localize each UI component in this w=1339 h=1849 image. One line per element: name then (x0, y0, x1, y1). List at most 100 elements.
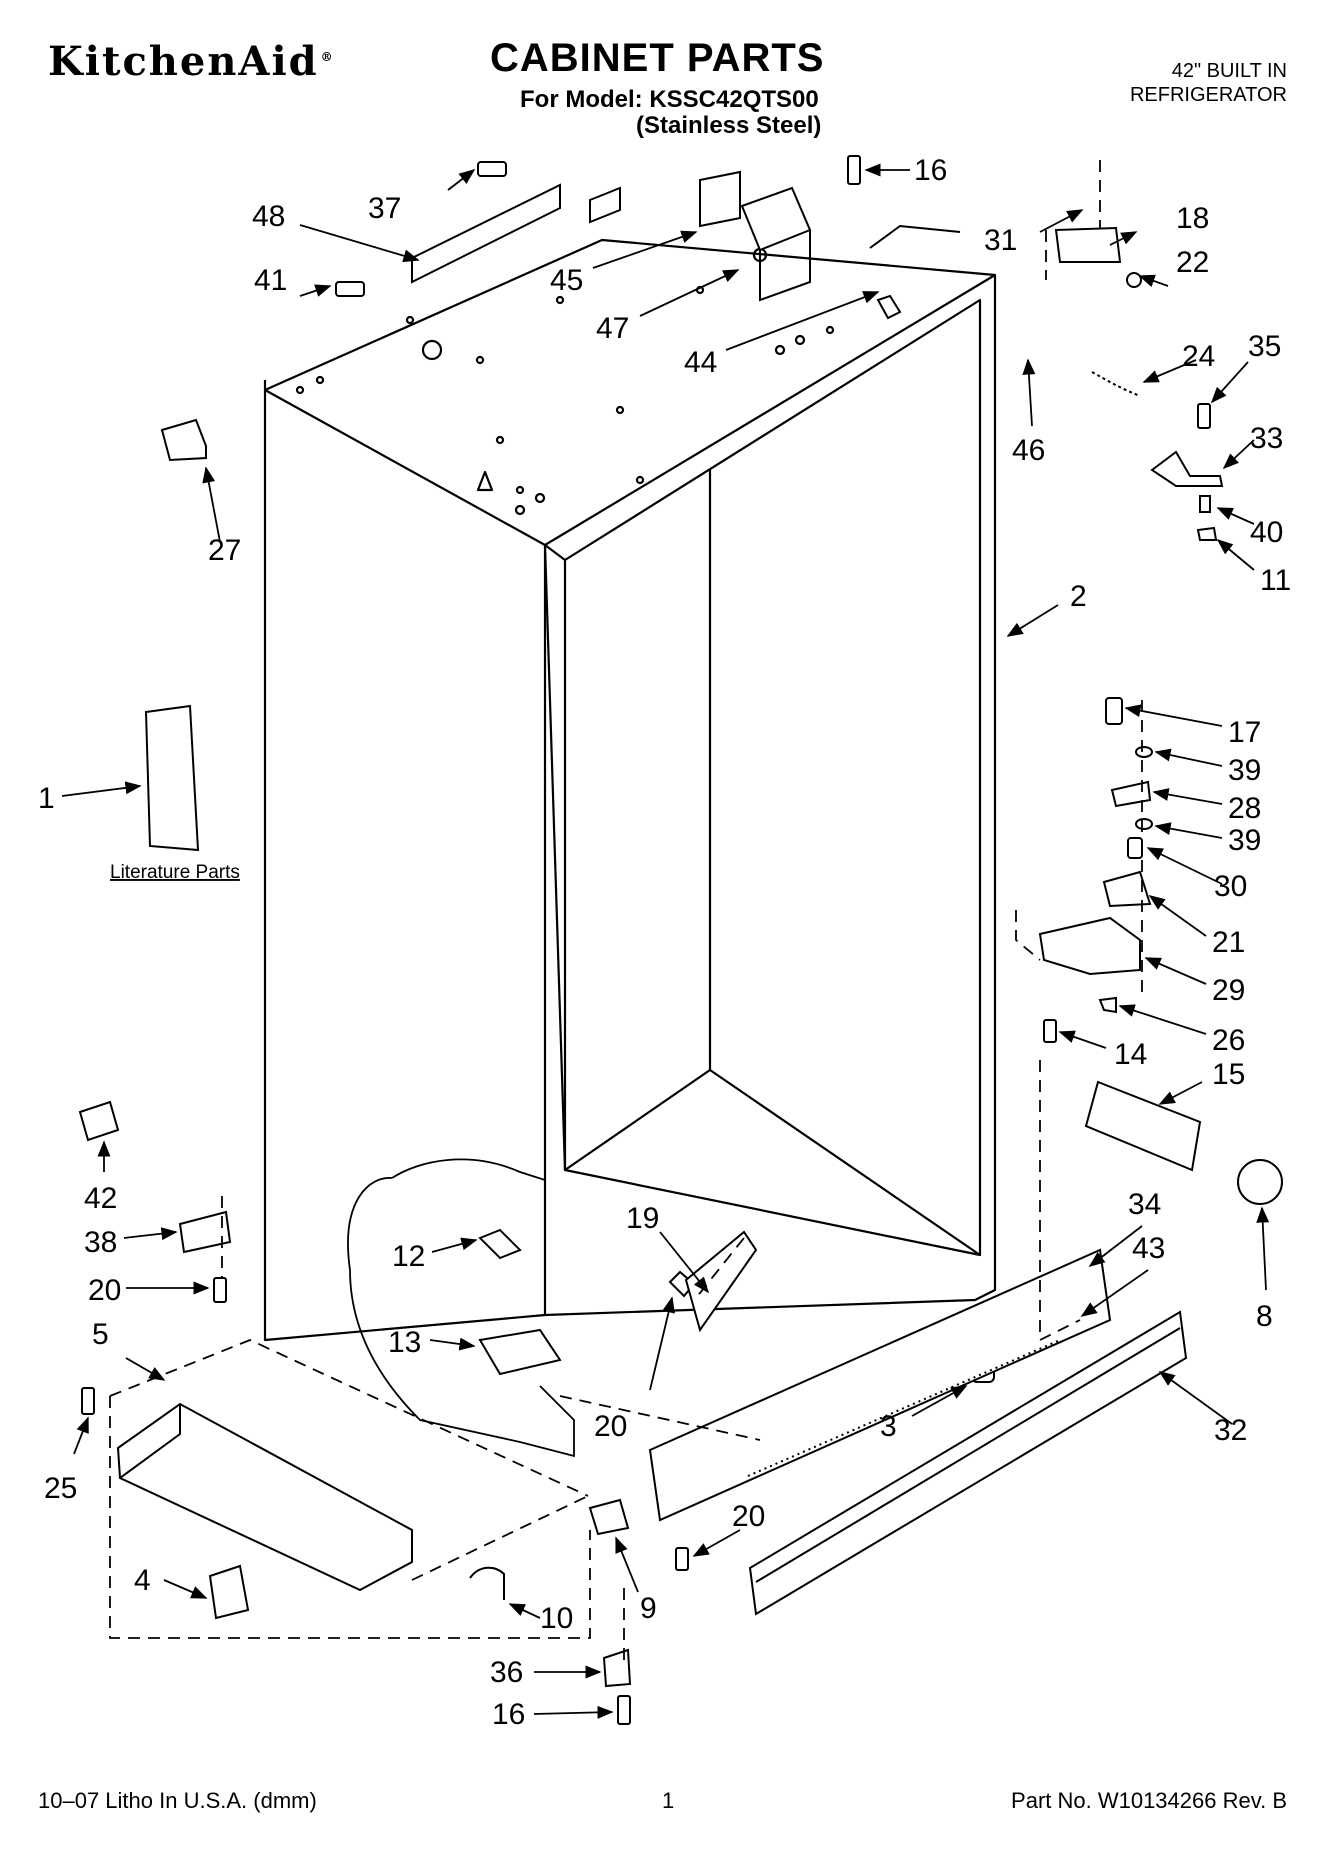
lower-assemblies (116, 1158, 1188, 1616)
callout-18: 18 (1176, 202, 1209, 235)
bracket-19 (684, 1230, 758, 1333)
callout-46: 46 (1012, 434, 1045, 467)
callout-19: 19 (626, 1202, 659, 1235)
callout-47: 47 (596, 312, 629, 345)
callout-30: 30 (1214, 870, 1247, 903)
literature-binder (144, 704, 200, 852)
callout-27: 27 (208, 534, 241, 567)
cabinet-shell (263, 238, 997, 1342)
callout-29: 29 (1212, 974, 1245, 1007)
callout-16-top: 16 (914, 154, 947, 187)
callout-34: 34 (1128, 1188, 1161, 1221)
litho-info: 10–07 Litho In U.S.A. (dmm) (38, 1788, 317, 1813)
screw-12 (478, 1228, 522, 1260)
screw-14 (1043, 1019, 1057, 1043)
callout-16-bottom: 16 (492, 1698, 525, 1731)
stop-11 (1196, 526, 1218, 541)
literature-parts-label: Literature Parts (110, 862, 240, 883)
leader-arrows (61, 163, 1270, 1719)
page-number: 1 (662, 1788, 675, 1813)
product-type-line1: 42" BUILT IN (1171, 60, 1287, 82)
callout-35: 35 (1248, 330, 1281, 363)
kitchenaid-logo: KitchenAid® (48, 38, 335, 85)
callout-44: 44 (684, 346, 717, 379)
callout-45: 45 (550, 264, 583, 297)
pin-17 (1105, 697, 1123, 725)
washer-39-lower (1135, 818, 1153, 830)
product-type-line2: REFRIGERATOR (1129, 84, 1287, 106)
screw-41 (335, 281, 365, 297)
filter-cap-8 (1237, 1159, 1283, 1205)
brand-name: KitchenAid (48, 38, 319, 85)
screw-16-top (847, 155, 861, 185)
screw-20-lower (675, 1547, 689, 1571)
kick-plate (648, 1248, 1112, 1522)
callout-42: 42 (84, 1182, 117, 1215)
bracket-33 (1150, 450, 1224, 487)
callout-5: 5 (92, 1318, 109, 1351)
callout-33: 33 (1250, 422, 1283, 455)
callout-26: 26 (1212, 1024, 1245, 1057)
screw-20-left (213, 1277, 227, 1303)
callout-24: 24 (1182, 340, 1215, 373)
callout-32: 32 (1214, 1414, 1247, 1447)
toe-grille-32 (748, 1310, 1188, 1616)
water-filter-15 (1084, 1080, 1202, 1172)
washer-39-upper (1135, 746, 1153, 758)
hinge-18 (1054, 226, 1122, 263)
callout-20-left: 20 (88, 1274, 121, 1307)
callout-28: 28 (1228, 792, 1261, 825)
callout-22: 22 (1176, 246, 1209, 279)
callout-20-lower: 20 (732, 1500, 765, 1533)
screw-25 (81, 1387, 95, 1415)
callout-21: 21 (1212, 926, 1245, 959)
spring-24 (1091, 371, 1141, 397)
callout-15: 15 (1212, 1058, 1245, 1091)
hinge-plate-28 (1110, 780, 1152, 808)
part-number: Part No. W10134266 Rev. B (1011, 1788, 1287, 1813)
callout-25: 25 (44, 1472, 77, 1505)
model-line: For Model: KSSC42QTS00 (520, 86, 819, 113)
callout-10: 10 (540, 1602, 573, 1635)
screw-46 (876, 294, 902, 320)
bumper-42 (78, 1100, 120, 1142)
bracket-36 (602, 1648, 632, 1688)
callout-17: 17 (1228, 716, 1261, 749)
bracket-45 (699, 170, 741, 228)
nut-22 (1126, 272, 1142, 288)
callout-39-upper: 39 (1228, 754, 1261, 787)
callout-1: 1 (38, 782, 55, 815)
callout-13: 13 (388, 1326, 421, 1359)
screw-16-bottom (617, 1695, 631, 1725)
page-title: CABINET PARTS (490, 36, 825, 80)
hinge-21 (1102, 870, 1152, 908)
callout-41: 41 (254, 264, 287, 297)
clip-9 (588, 1498, 630, 1536)
bracket-38 (178, 1210, 232, 1254)
callout-8: 8 (1256, 1300, 1273, 1333)
callout-9: 9 (640, 1592, 657, 1625)
callout-12: 12 (392, 1240, 425, 1273)
hinge-29 (1038, 916, 1141, 976)
callout-20-center: 20 (594, 1410, 627, 1443)
module-13 (478, 1328, 562, 1376)
callout-4: 4 (134, 1564, 151, 1597)
finish-line: (Stainless Steel) (636, 112, 822, 139)
callout-48: 48 (252, 200, 285, 233)
callout-31: 31 (984, 224, 1017, 257)
callout-38: 38 (84, 1226, 117, 1259)
callout-2: 2 (1070, 580, 1087, 613)
callout-43: 43 (1132, 1232, 1165, 1265)
callout-40: 40 (1250, 516, 1283, 549)
screw-40 (1199, 495, 1211, 513)
base-frame-5 (116, 1402, 413, 1592)
screw-35 (1197, 403, 1211, 429)
callout-39-lower: 39 (1228, 824, 1261, 857)
roller-4 (208, 1564, 250, 1620)
callout-37: 37 (368, 192, 401, 225)
tube-10 (469, 1566, 505, 1600)
callout-11: 11 (1260, 564, 1291, 597)
clip-27 (160, 418, 207, 462)
top-cover-plates (411, 183, 961, 302)
